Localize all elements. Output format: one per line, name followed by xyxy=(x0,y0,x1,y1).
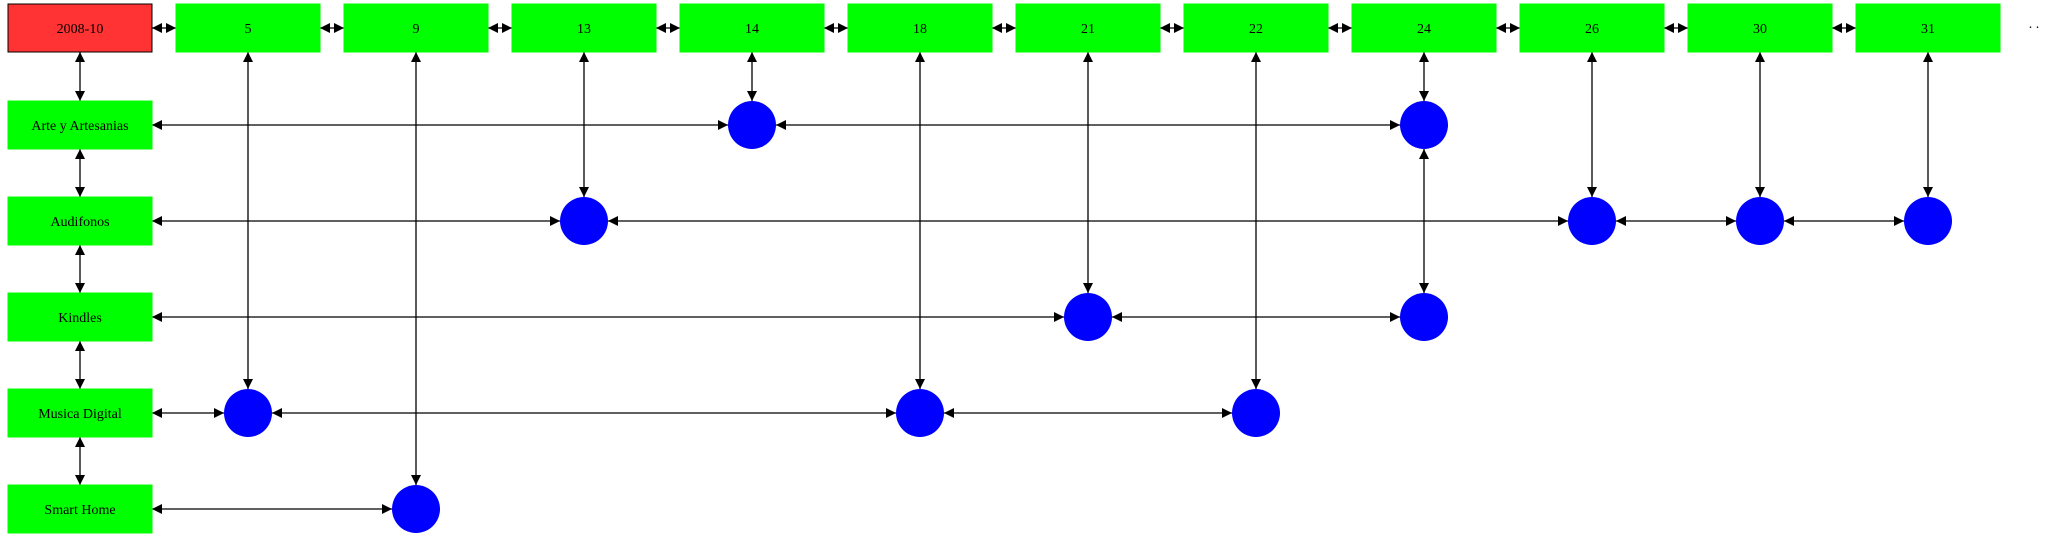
category-box-musica-digital-label: Musica Digital xyxy=(38,407,122,422)
day-box-13-shape xyxy=(511,3,657,53)
day-box-26-label: 26 xyxy=(1585,22,1599,37)
day-box-22-label: 22 xyxy=(1249,22,1263,37)
event-node xyxy=(1400,101,1448,149)
day-box-18: 18 xyxy=(847,3,993,53)
day-box-18-shape xyxy=(847,3,993,53)
day-box-9: 9 xyxy=(343,3,489,53)
day-box-14: 14 xyxy=(679,3,825,53)
day-box-21-label: 21 xyxy=(1081,22,1095,37)
day-box-13-label: 13 xyxy=(577,22,591,37)
category-box-kindles-shape xyxy=(7,292,153,342)
day-box-31-label: 31 xyxy=(1921,22,1935,37)
category-box-smart-home: Smart Home xyxy=(7,484,153,534)
day-box-26-shape xyxy=(1519,3,1665,53)
category-box-musica-digital-shape xyxy=(7,388,153,438)
category-box-audifonos: Audifonos xyxy=(7,196,153,246)
day-box-24-label: 24 xyxy=(1417,22,1431,37)
event-node xyxy=(1064,293,1112,341)
day-box-9-label: 9 xyxy=(413,22,420,37)
day-box-14-shape xyxy=(679,3,825,53)
event-node xyxy=(392,485,440,533)
period-box-shape xyxy=(7,3,153,53)
day-box-5-shape xyxy=(175,3,321,53)
trailing-ellipsis: . . xyxy=(2029,17,2040,32)
day-box-14-label: 14 xyxy=(745,22,759,37)
day-box-9-shape xyxy=(343,3,489,53)
day-box-5: 5 xyxy=(175,3,321,53)
edges-layer xyxy=(75,23,1933,514)
event-node xyxy=(728,101,776,149)
category-box-smart-home-label: Smart Home xyxy=(44,503,115,518)
event-node xyxy=(1736,197,1784,245)
category-box-arte-y-artesanias-label: Arte y Artesanias xyxy=(31,119,128,134)
day-box-31: 31 xyxy=(1855,3,2001,53)
event-node xyxy=(1904,197,1952,245)
category-box-arte-y-artesanias: Arte y Artesanias xyxy=(7,100,153,150)
day-box-31-shape xyxy=(1855,3,2001,53)
day-box-13: 13 xyxy=(511,3,657,53)
category-box-kindles-label: Kindles xyxy=(58,311,102,326)
day-box-21: 21 xyxy=(1015,3,1161,53)
day-box-18-label: 18 xyxy=(913,22,927,37)
day-box-21-shape xyxy=(1015,3,1161,53)
day-box-30: 30 xyxy=(1687,3,1833,53)
category-box-smart-home-shape xyxy=(7,484,153,534)
period-box: 2008-10 xyxy=(7,3,153,53)
day-box-22-shape xyxy=(1183,3,1329,53)
event-node xyxy=(560,197,608,245)
day-box-24: 24 xyxy=(1351,3,1497,53)
category-box-musica-digital: Musica Digital xyxy=(7,388,153,438)
category-box-audifonos-shape xyxy=(7,196,153,246)
category-box-audifonos-label: Audifonos xyxy=(50,215,109,230)
event-node xyxy=(896,389,944,437)
event-node xyxy=(1568,197,1616,245)
day-box-24-shape xyxy=(1351,3,1497,53)
event-node xyxy=(1232,389,1280,437)
day-box-5-label: 5 xyxy=(245,22,252,37)
day-box-26: 26 xyxy=(1519,3,1665,53)
day-box-22: 22 xyxy=(1183,3,1329,53)
period-box-label: 2008-10 xyxy=(57,22,104,37)
category-box-arte-y-artesanias-shape xyxy=(7,100,153,150)
event-node xyxy=(1400,293,1448,341)
day-box-30-label: 30 xyxy=(1753,22,1767,37)
day-box-30-shape xyxy=(1687,3,1833,53)
category-box-kindles: Kindles xyxy=(7,292,153,342)
event-node xyxy=(224,389,272,437)
